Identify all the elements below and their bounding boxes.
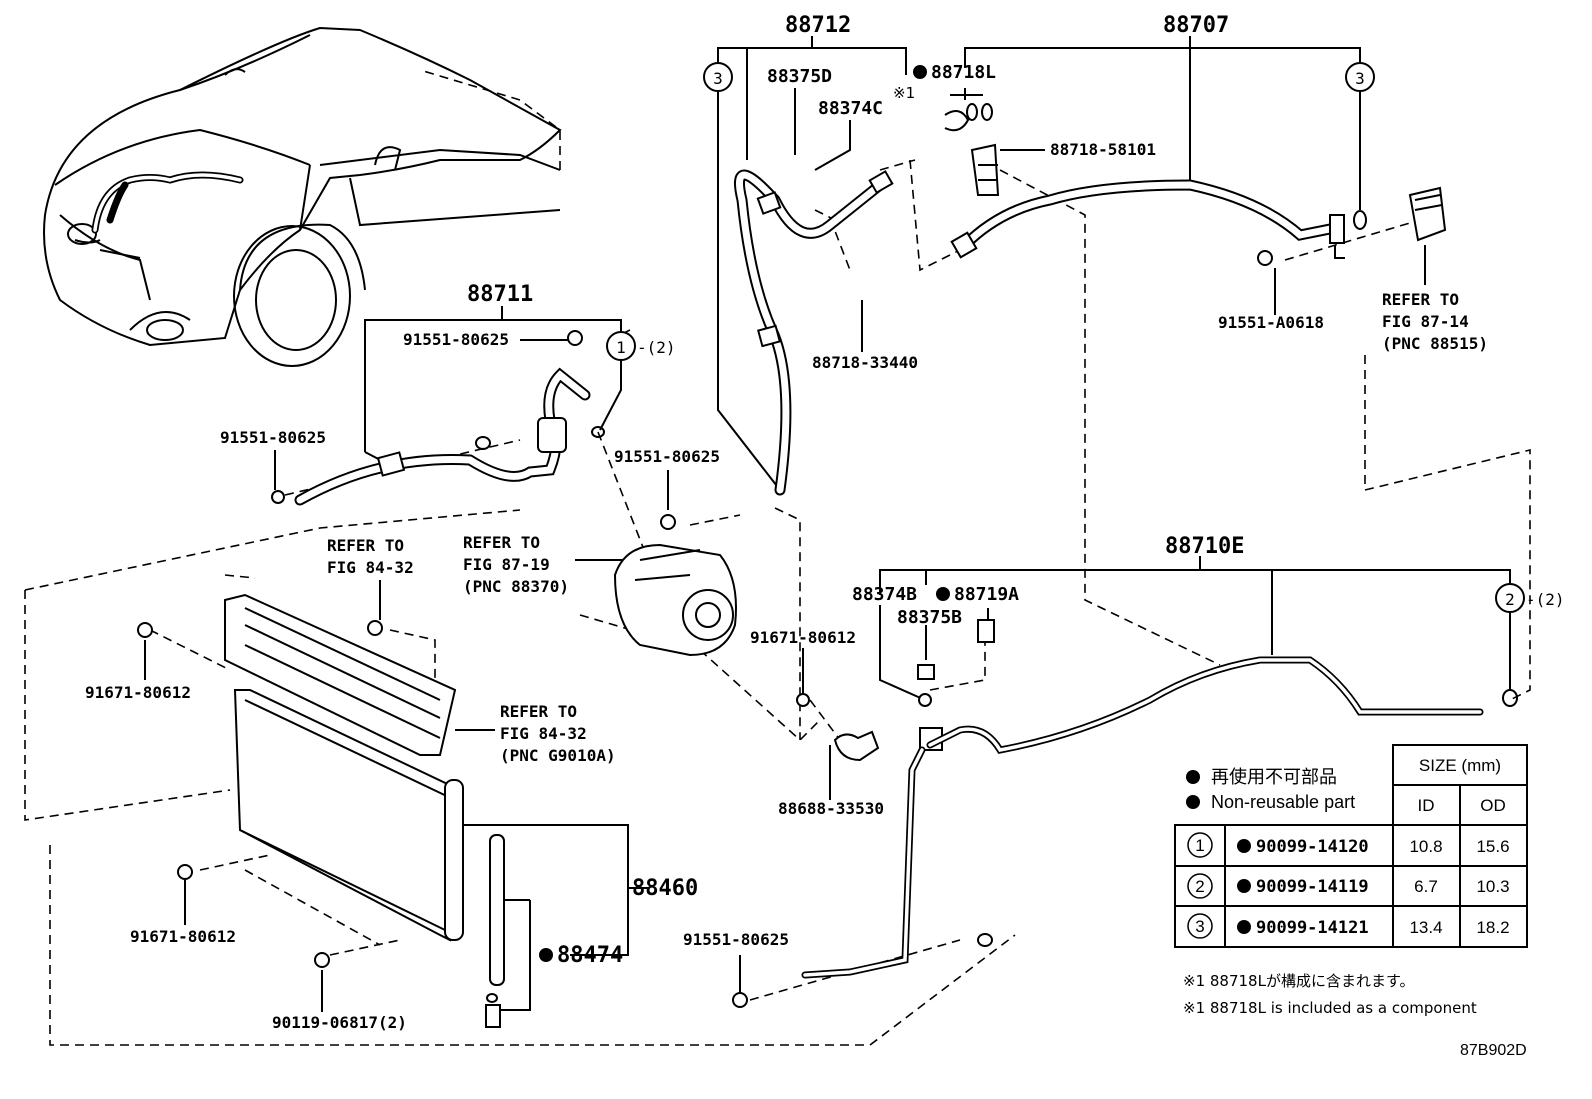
label-88710E: 88710E [1165, 534, 1244, 559]
table-col-od: OD [1480, 796, 1506, 815]
row1-part: 90099-14120 [1256, 837, 1369, 857]
footnote-en: ※1 88718L is included as a component [1183, 999, 1477, 1017]
refer-84-32b-line2: FIG 84-32 [500, 724, 587, 743]
row2-dot [1237, 879, 1251, 893]
refer-fig-87-19: REFER TO FIG 87-19 (PNC 88370) [463, 533, 569, 596]
refer-87-14-line3: (PNC 88515) [1382, 334, 1488, 353]
table-row: 1 90099-14120 10.8 15.6 [1187, 832, 1510, 858]
row2-id: 6.7 [1414, 877, 1438, 896]
table-row: 3 90099-14121 13.4 18.2 [1187, 913, 1510, 939]
circle-2-text: 2 [1505, 590, 1515, 609]
refer-fig-84-32-a: REFER TO FIG 84-32 [327, 536, 414, 577]
refer-87-19-line3: (PNC 88370) [463, 577, 569, 596]
label-88374C: 88374C [818, 98, 883, 119]
label-ref-mark-1: ※1 [893, 84, 915, 102]
car-illustration [43, 26, 562, 367]
row2-part: 90099-14119 [1256, 877, 1369, 897]
label-91671-80612-a: 91671-80612 [85, 683, 191, 702]
row3-id: 13.4 [1409, 918, 1442, 937]
label-91551-80625-b: 91551-80625 [220, 428, 326, 447]
refer-87-14-line2: FIG 87-14 [1382, 312, 1469, 331]
label-88375B: 88375B [897, 607, 962, 628]
label-88711: 88711 [467, 282, 533, 307]
pipes-and-parts [137, 103, 1518, 1028]
row1-dot [1237, 839, 1251, 853]
oring-circle-2: 2 [1495, 583, 1525, 613]
circle-3-text-right: 3 [1355, 69, 1365, 88]
label-88718L: 88718L [931, 62, 996, 83]
guide-lines [24, 69, 1531, 1046]
label-88688-33530: 88688-33530 [778, 799, 884, 818]
leader-lines [144, 36, 1511, 1012]
legend: 再使用不可部品 Non-reusable part [1186, 767, 1355, 812]
table-size-header: SIZE (mm) [1419, 756, 1501, 775]
refer-84-32b-line3: (PNC G9010A) [500, 746, 616, 765]
label-88375D: 88375D [767, 66, 832, 87]
footnote-jp: ※1 88718Lが構成に含まれます。 [1183, 972, 1414, 990]
label-91551-80625-c: 91551-80625 [614, 447, 720, 466]
legend-dot-en [1186, 795, 1200, 809]
label-91551-A0618: 91551-A0618 [1218, 313, 1324, 332]
label-88474: 88474 [557, 943, 623, 968]
legend-dot-jp [1186, 770, 1200, 784]
nonreusable-dot-88719A [936, 587, 950, 601]
table-row: 2 90099-14119 6.7 10.3 [1187, 873, 1510, 899]
refer-87-19-line2: FIG 87-19 [463, 555, 550, 574]
row2-mark: 2 [1195, 877, 1204, 896]
row1-od: 15.6 [1476, 837, 1509, 856]
row3-dot [1237, 920, 1251, 934]
row1-id: 10.8 [1409, 837, 1442, 856]
label-91671-80612-c: 91671-80612 [130, 927, 236, 946]
refer-fig-87-14: REFER TO FIG 87-14 (PNC 88515) [1382, 290, 1488, 353]
row1-mark: 1 [1195, 836, 1204, 855]
nonreusable-dot-88718L [913, 65, 927, 79]
circle-1-text: 1 [616, 338, 626, 357]
row3-part: 90099-14121 [1256, 918, 1369, 938]
label-88719A: 88719A [954, 584, 1019, 605]
oring-circle-3-right: 3 [1345, 62, 1375, 92]
label-88374B: 88374B [852, 584, 917, 605]
oring-circle-3-left: 3 [703, 62, 733, 92]
oring-circle-1: 1 [606, 331, 636, 361]
label-88460: 88460 [632, 876, 698, 901]
refer-84-32b-line1: REFER TO [500, 702, 577, 721]
refer-87-19-line1: REFER TO [463, 533, 540, 552]
refer-84-32a-line2: FIG 84-32 [327, 558, 414, 577]
diagram-code: 87B902D [1460, 1042, 1527, 1059]
row3-mark: 3 [1195, 917, 1204, 936]
nonreusable-dot-88474 [539, 948, 553, 962]
label-91671-80612-b: 91671-80612 [750, 628, 856, 647]
circle-3-text: 3 [713, 69, 723, 88]
row2-od: 10.3 [1476, 877, 1509, 896]
legend-en: Non-reusable part [1211, 792, 1355, 812]
table-col-id: ID [1418, 796, 1435, 815]
label-88712: 88712 [785, 13, 851, 38]
legend-jp: 再使用不可部品 [1211, 767, 1337, 787]
refer-fig-84-32-b: REFER TO FIG 84-32 (PNC G9010A) [500, 702, 616, 765]
oring-table: SIZE (mm) ID OD 1 90099-14120 10.8 15.6 … [1174, 744, 1528, 948]
label-circle1-suffix: -(2) [637, 338, 676, 357]
label-90119-06817: 90119-06817(2) [272, 1013, 407, 1032]
label-91551-80625-a: 91551-80625 [403, 330, 509, 349]
row3-od: 18.2 [1476, 918, 1509, 937]
label-circle2-suffix: -(2) [1526, 590, 1565, 609]
label-88707: 88707 [1163, 13, 1229, 38]
label-88718-33440: 88718-33440 [812, 353, 918, 372]
refer-87-14-line1: REFER TO [1382, 290, 1459, 309]
refer-84-32a-line1: REFER TO [327, 536, 404, 555]
label-88718-58101: 88718-58101 [1050, 140, 1156, 159]
label-91551-80625-d: 91551-80625 [683, 930, 789, 949]
